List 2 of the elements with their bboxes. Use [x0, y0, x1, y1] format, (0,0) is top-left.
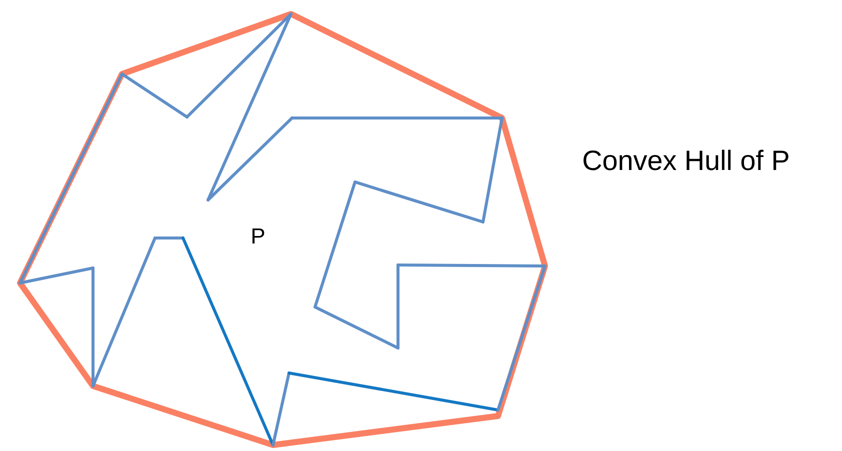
label: P — [252, 228, 264, 244]
label: Convex Hull of P — [584, 150, 788, 170]
